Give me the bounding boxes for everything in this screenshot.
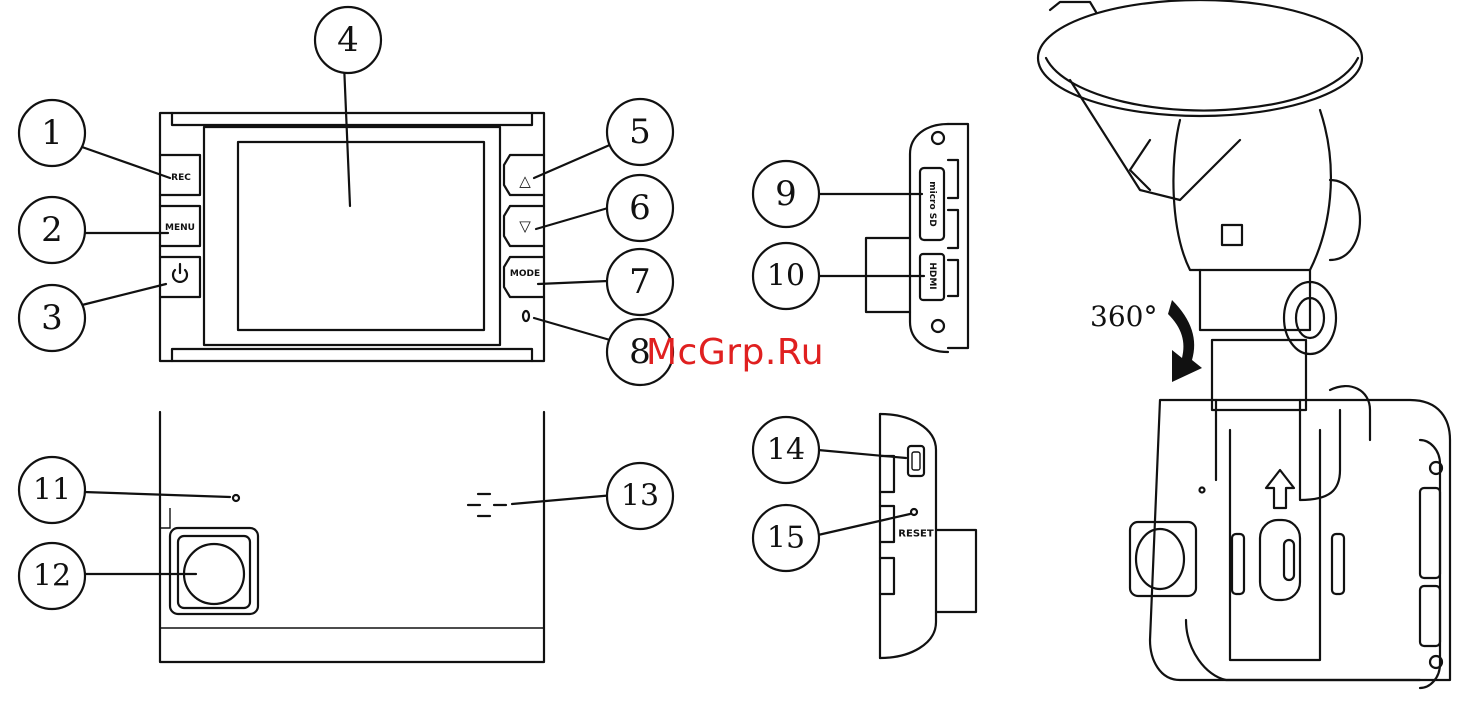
callout-2: 2 bbox=[19, 197, 85, 263]
side-view-bottom: RESET bbox=[880, 414, 976, 658]
reset-hole[interactable] bbox=[911, 509, 917, 515]
suction-cup bbox=[1038, 0, 1362, 116]
callout-11: 11 bbox=[19, 457, 85, 523]
callout-1: 1 bbox=[19, 100, 85, 166]
rec-button[interactable]: REC bbox=[160, 155, 200, 195]
microsd-label: micro SD bbox=[927, 181, 937, 227]
callout-6: 6 bbox=[607, 175, 673, 241]
speaker-grille bbox=[468, 494, 506, 516]
callout-14: 14 bbox=[753, 417, 819, 483]
callout-13-number: 13 bbox=[621, 479, 659, 514]
callout-10-number: 10 bbox=[767, 259, 805, 294]
menu-label: MENU bbox=[165, 223, 195, 233]
up-button[interactable]: △ bbox=[504, 155, 544, 195]
callout-4: 4 bbox=[315, 7, 381, 73]
microphone-hole bbox=[233, 495, 239, 501]
callout-9-number: 9 bbox=[775, 174, 797, 214]
indicator-led bbox=[523, 311, 529, 321]
back-view bbox=[160, 412, 544, 662]
callout-7: 7 bbox=[607, 249, 673, 315]
callout-11-number: 11 bbox=[33, 473, 71, 508]
callout-5: 5 bbox=[607, 99, 673, 165]
callout-10: 10 bbox=[753, 243, 819, 309]
up-arrow-icon: △ bbox=[519, 172, 531, 190]
rotation-arrow-icon bbox=[1168, 300, 1202, 382]
callout-2-number: 2 bbox=[41, 210, 63, 250]
callout-6-number: 6 bbox=[629, 188, 651, 228]
power-icon bbox=[173, 264, 187, 282]
front-view: REC MENU △ ▽ MODE bbox=[160, 113, 544, 361]
callout-3-number: 3 bbox=[41, 298, 63, 338]
suction-mount: 360° bbox=[1038, 0, 1450, 688]
callout-7-number: 7 bbox=[629, 262, 651, 302]
callout-4-number: 4 bbox=[337, 20, 359, 60]
power-button[interactable] bbox=[160, 257, 200, 297]
callout-3: 3 bbox=[19, 285, 85, 351]
callout-14-number: 14 bbox=[767, 433, 805, 468]
callout-12-number: 12 bbox=[33, 559, 71, 594]
down-arrow-icon: ▽ bbox=[519, 217, 531, 235]
down-button[interactable]: ▽ bbox=[504, 206, 544, 246]
callout-15: 15 bbox=[753, 505, 819, 571]
callout-12: 12 bbox=[19, 543, 85, 609]
callout-15-number: 15 bbox=[767, 521, 805, 556]
hdmi-label: HDMI bbox=[927, 262, 937, 289]
callout-13: 13 bbox=[607, 463, 673, 529]
lcd-screen bbox=[238, 142, 484, 330]
rotation-label: 360° bbox=[1090, 300, 1157, 333]
callout-9: 9 bbox=[753, 161, 819, 227]
watermark: McGrp.Ru bbox=[646, 332, 824, 373]
callout-1-number: 1 bbox=[41, 113, 63, 153]
menu-button[interactable]: MENU bbox=[160, 206, 200, 246]
side-view-top: micro SD HDMI bbox=[866, 124, 968, 352]
screen-bezel bbox=[204, 127, 500, 345]
mode-label: MODE bbox=[510, 269, 540, 279]
leader-lines bbox=[82, 64, 924, 574]
slide-arrow-icon bbox=[1266, 470, 1294, 508]
mini-usb-port[interactable] bbox=[908, 446, 924, 476]
reset-label: RESET bbox=[898, 529, 934, 540]
mode-button[interactable]: MODE bbox=[504, 257, 544, 297]
rec-label: REC bbox=[171, 173, 191, 183]
callout-5-number: 5 bbox=[629, 112, 651, 152]
